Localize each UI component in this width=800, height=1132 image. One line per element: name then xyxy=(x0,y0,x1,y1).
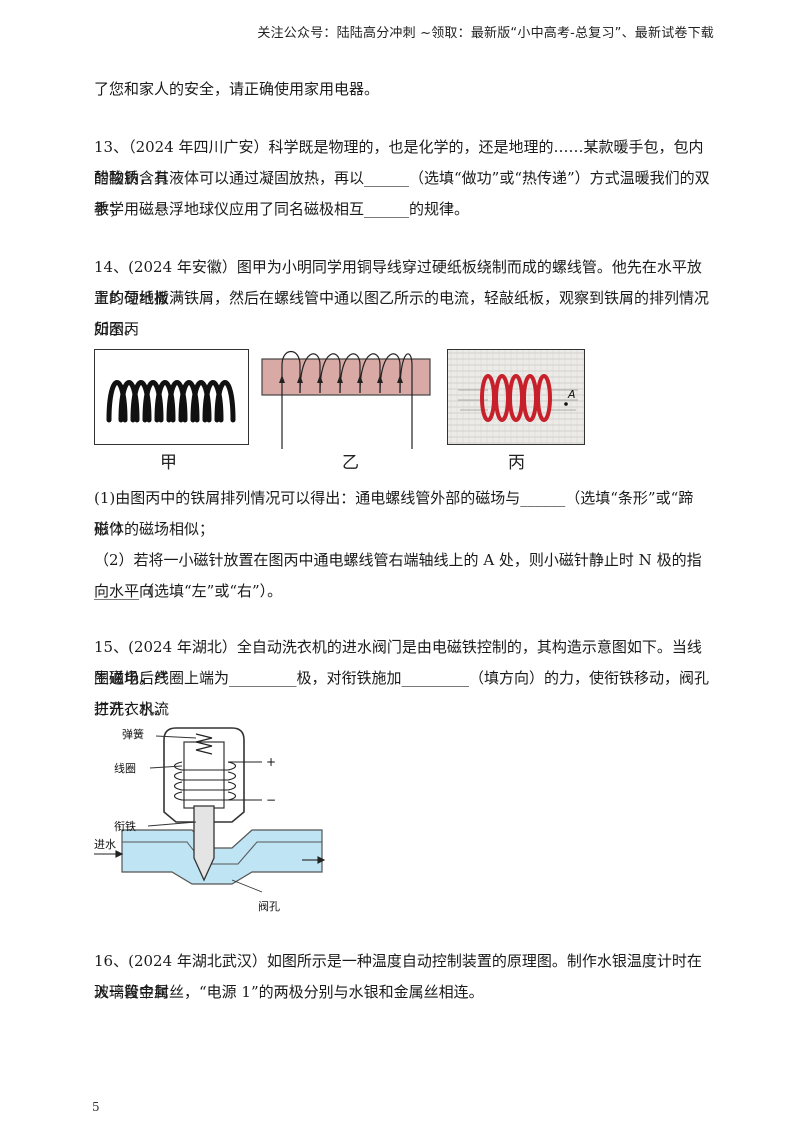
armature xyxy=(193,805,215,882)
label-minus: − xyxy=(266,793,276,807)
label-coil: 线圈 xyxy=(114,761,136,775)
q14-sub2-line1: （2）若将一小磁针放置在图丙中通电螺线管右端轴线上的 A 处，则小磁针静止时 N… xyxy=(94,551,702,600)
q14-sub1-line1: (1)由图丙中的铁屑排列情况可以得出：通电螺线管外部的磁场与______（选填“… xyxy=(94,489,694,538)
figure-yi xyxy=(261,350,431,449)
label-armature: 衔铁 xyxy=(114,820,136,833)
cardboard-rect xyxy=(261,358,431,396)
valve-diagram: 弹簧 线圈 衔铁 进水 阀孔 + − xyxy=(94,727,326,913)
q15-line3: 进洗衣机。 xyxy=(94,700,170,718)
page-number: 5 xyxy=(92,1100,100,1114)
q14-sub2-line2: ______（选填“左”或“右”）。 xyxy=(94,582,283,600)
figure-bing: A xyxy=(447,349,585,445)
iron-filings-photo: A xyxy=(448,350,584,444)
intro-line: 了您和家人的安全，请正确使用家用电器。 xyxy=(94,80,380,98)
coil-drawing-jia xyxy=(106,380,236,423)
point-a-label: A xyxy=(567,388,576,401)
label-hole: 阀孔 xyxy=(258,899,280,913)
caption-jia: 甲 xyxy=(160,453,177,473)
q13-line3: 教学用磁悬浮地球仪应用了同名磁极相互______的规律。 xyxy=(94,200,470,218)
q16-line1: 16、(2024 年湖北武汉）如图所示是一种温度自动控制装置的原理图。制作水银温… xyxy=(94,952,702,1001)
q13-line2: 醋酸钠，其液体可以通过凝固放热，再以______（选填“做功”或“热传递”）方式… xyxy=(94,169,710,218)
water-channel xyxy=(121,829,323,885)
q14-line2: 上均匀地撒满铁屑，然后在螺线管中通以图乙所示的电流，轻敲纸板，观察到铁屑的排列情… xyxy=(94,289,710,338)
spring-icon xyxy=(195,733,213,755)
page-header: 关注公众号：陆陆高分冲刺 ~领取：最新版“小中高考-总复习”、最新试卷下载 xyxy=(257,26,714,41)
q14-line1: 14、(2024 年安徽）图甲为小明同学用铜导线穿过硬纸板绕制而成的螺线管。他先… xyxy=(94,258,702,307)
q15-line2: 生磁场，线圈上端为_________极，对衔铁施加_________（填方向）的… xyxy=(94,669,710,718)
q14-line3: 所示。 xyxy=(94,320,140,338)
q16-line2: 入一段金属丝，“电源 1”的两极分别与水银和金属丝相连。 xyxy=(94,983,484,1001)
coil-icon xyxy=(173,761,262,801)
label-plus: + xyxy=(266,755,276,769)
figure-jia xyxy=(94,349,249,445)
label-spring: 弹簧 xyxy=(122,727,144,741)
caption-bing: 丙 xyxy=(508,453,525,473)
caption-yi: 乙 xyxy=(342,453,359,473)
q15-line1: 15、(2024 年湖北）全自动洗衣机的进水阀门是由电磁铁控制的，其构造示意图如… xyxy=(94,638,702,687)
q13-line1: 13、（2024 年四川广安）科学既是物理的，也是化学的，还是地理的……某款暖手… xyxy=(94,138,704,187)
q14-sub1-line2: 磁体的磁场相似； xyxy=(94,520,215,538)
label-inlet: 进水 xyxy=(94,838,116,851)
